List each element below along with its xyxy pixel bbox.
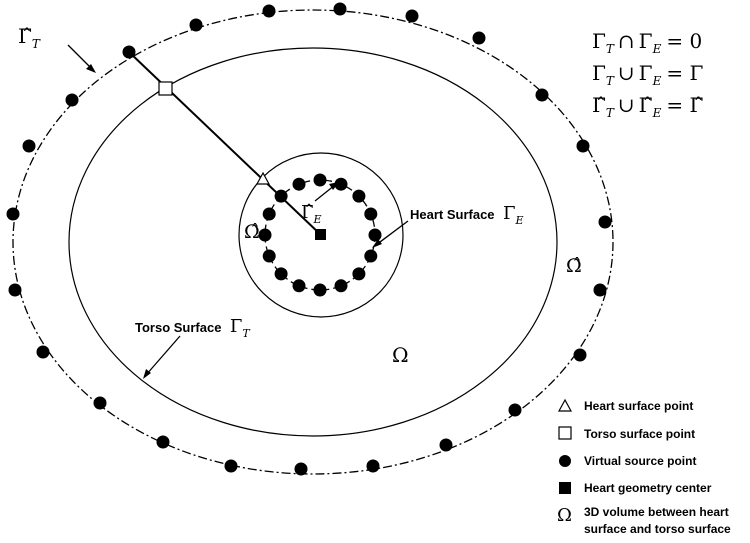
virtual-source-point: [364, 249, 378, 263]
virtual-source-point: [292, 177, 306, 191]
legend-item-torso-surface-point: Torso surface point: [558, 426, 695, 441]
virtual-source-point: [189, 18, 203, 32]
open-square-icon: [558, 426, 572, 440]
legend-item-volume: Ω 3D volume between heart surface and to…: [557, 505, 731, 536]
virtual-source-point: [65, 93, 79, 107]
torso-surface-contour: [68, 47, 558, 437]
virtual-source-point: [262, 207, 276, 221]
virtual-source-point: [576, 139, 590, 153]
heart-surface-label: Heart Surface ΓE: [410, 203, 524, 227]
triangle-icon: [557, 398, 573, 412]
virtual-source-point: [472, 31, 486, 45]
legend-item-heart-surface-point: Heart surface point: [557, 398, 693, 413]
virtual-source-point: [405, 9, 419, 23]
omega-hat-outer-label: Ω̂: [566, 255, 582, 277]
virtual-source-point: [508, 403, 522, 417]
virtual-source-point: [262, 249, 276, 263]
virtual-torso-contour: [12, 9, 614, 475]
filled-square-icon: [559, 482, 571, 494]
omega-label: Ω: [392, 343, 409, 367]
virtual-source-point: [352, 189, 366, 203]
virtual-source-point: [313, 283, 327, 297]
equation-2: ΓT∪ΓE= Γ: [592, 61, 703, 88]
virtual-source-point: [368, 228, 382, 242]
virtual-source-point: [535, 88, 549, 102]
torso-surface-label: Torso Surface ΓT: [135, 316, 251, 340]
virtual-source-point: [573, 348, 587, 362]
virtual-source-point: [334, 279, 348, 293]
equation-3: Γ̂T∪Γ̂E= Γ̂: [592, 93, 703, 120]
virtual-source-point: [352, 267, 366, 281]
filled-dot-icon: [559, 455, 571, 467]
virtual-source-point: [439, 438, 453, 452]
pointer-arrows: [67, 44, 409, 379]
virtual-source-point: [334, 177, 348, 191]
legend: Heart surface point Torso surface point …: [557, 398, 731, 536]
gamma-t-hat-label: Γ̂T: [18, 24, 41, 51]
svg-text:Heart surface point: Heart surface point: [584, 399, 693, 413]
virtual-source-point: [36, 345, 50, 359]
omega-hat-inner-label: Ω̂: [244, 221, 260, 243]
svg-text:Virtual source point: Virtual source point: [584, 454, 696, 468]
virtual-source-point: [294, 462, 308, 476]
virtual-source-point: [22, 139, 36, 153]
torso-surface-point-marker: [158, 81, 173, 96]
virtual-source-point: [8, 283, 22, 297]
svg-text:Torso surface point: Torso surface point: [584, 427, 695, 441]
virtual-source-point: [598, 215, 612, 229]
virtual-source-point: [224, 459, 238, 473]
heart-surface-point-marker: [255, 171, 271, 185]
virtual-source-point: [292, 279, 306, 293]
virtual-source-point: [364, 207, 378, 221]
virtual-source-point: [6, 207, 20, 221]
equation-1: ΓT∩ΓE= 0: [592, 29, 702, 56]
virtual-source-point: [262, 4, 276, 18]
virtual-source-point: [274, 267, 288, 281]
heart-geometry-center-marker: [315, 229, 326, 240]
legend-item-heart-geometry-center: Heart geometry center: [559, 481, 712, 495]
svg-text:3D volume between heart: 3D volume between heart: [584, 505, 729, 519]
virtual-source-point: [366, 459, 380, 473]
virtual-source-point: [593, 283, 607, 297]
virtual-source-point: [258, 228, 272, 242]
svg-text:surface and torso surface: surface and torso surface: [584, 522, 731, 536]
virtual-source-point: [333, 2, 347, 16]
omega-icon: Ω: [557, 505, 572, 526]
outer-virtual-source-points: [6, 2, 612, 476]
gamma-e-hat-label: Γ̂E: [301, 202, 322, 226]
radial-line: [128, 51, 322, 236]
virtual-source-point: [93, 396, 107, 410]
heart-surface-contour: [238, 152, 404, 318]
virtual-source-point: [156, 435, 170, 449]
set-equations: ΓT∩ΓE= 0 ΓT∪ΓE= Γ Γ̂T∪Γ̂E= Γ̂: [592, 29, 703, 120]
svg-text:Heart geometry center: Heart geometry center: [584, 481, 712, 495]
legend-item-virtual-source-point: Virtual source point: [559, 454, 696, 468]
virtual-source-point: [313, 173, 327, 187]
